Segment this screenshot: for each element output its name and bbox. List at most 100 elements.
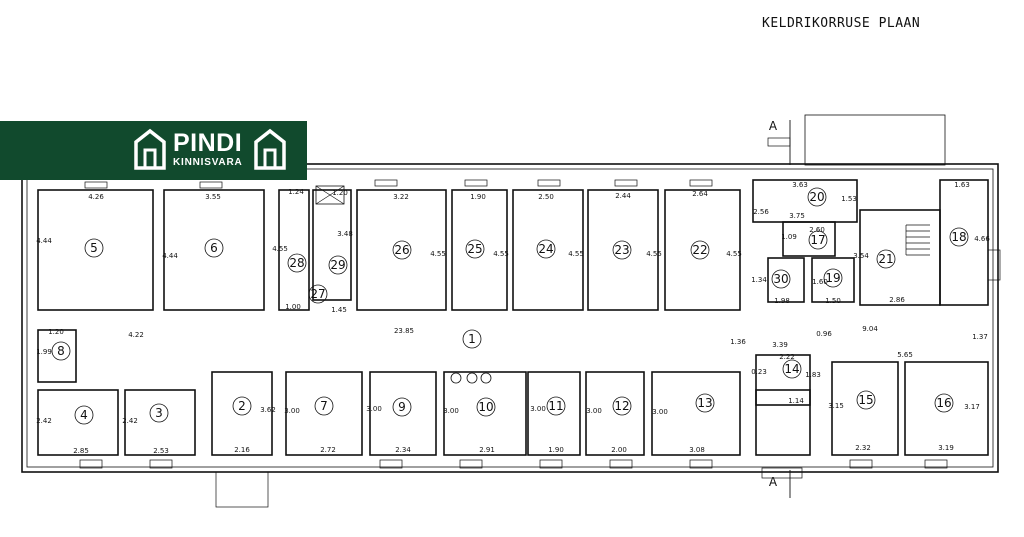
wall-dimension: 3.75	[789, 212, 805, 220]
section-marker: A	[769, 475, 778, 489]
room-12	[585, 371, 645, 456]
room-dimension: 3.39	[772, 341, 788, 349]
room-dimension: 2.22	[779, 353, 795, 361]
room-dimension: 4.66	[974, 235, 990, 243]
room-number: 28	[289, 256, 304, 270]
room-number: 13	[697, 396, 712, 410]
room-number: 10	[478, 400, 493, 414]
room-dimension: 1.00	[285, 303, 301, 311]
room-15	[831, 361, 899, 456]
building-outline	[21, 163, 999, 473]
room-number: 1	[468, 332, 476, 346]
room-dimension: 3.15	[828, 402, 844, 410]
plan-title: KELDRIKORRUSE PLAAN	[762, 16, 921, 31]
room-14	[755, 354, 811, 406]
room-number: 4	[80, 408, 88, 422]
room-dimension: 3.00	[284, 407, 300, 415]
room-dimension: 3.00	[652, 408, 668, 416]
room-7	[285, 371, 363, 456]
room-dimension: 3.00	[530, 405, 546, 413]
room-number: 7	[320, 399, 328, 413]
room-6	[163, 189, 265, 311]
room-dimension: 2.53	[153, 447, 169, 455]
room-dimension: 3.00	[366, 405, 382, 413]
room-number: 23	[614, 243, 629, 257]
house-icon	[134, 128, 166, 170]
room-9	[369, 371, 437, 456]
top-bay	[804, 114, 946, 166]
room-number: 17	[810, 233, 825, 247]
room-dimension: 3.62	[260, 406, 276, 414]
room-dimension: 3.54	[853, 252, 869, 260]
room-21	[859, 209, 941, 306]
house-icon	[254, 128, 286, 170]
room-number-circle	[771, 269, 791, 289]
room-dimension: 2.42	[36, 417, 52, 425]
room-dimension: 2.91	[479, 446, 495, 454]
room-19	[811, 257, 855, 303]
room-number: 12	[614, 399, 629, 413]
room-number-circle	[308, 284, 328, 304]
room-number: 26	[394, 243, 409, 257]
room-number-circle	[287, 253, 307, 273]
room-dimension: 1.50	[825, 297, 841, 305]
room-number-circle	[934, 393, 954, 413]
room-number-circle	[612, 396, 632, 416]
room-number: 20	[809, 190, 824, 204]
room-dimension: 3.55	[205, 193, 221, 201]
room-dimension: 4.55	[493, 250, 509, 258]
room-number-circle	[807, 187, 827, 207]
room-number: 16	[936, 396, 951, 410]
room-number: 27	[310, 287, 325, 301]
room-dimension: 1.90	[470, 193, 486, 201]
room-8	[37, 329, 77, 383]
room-dimension: 1.24	[288, 188, 304, 196]
room-5	[37, 189, 154, 311]
room-number-circle	[392, 240, 412, 260]
room-dimension: 2.64	[692, 190, 708, 198]
room-25	[451, 189, 508, 311]
room-dimension: 2.00	[611, 446, 627, 454]
room-number-circle	[328, 255, 348, 275]
room-dimension: 4.55	[726, 250, 742, 258]
room-dimension: 3.48	[337, 230, 353, 238]
wall-dimension: 0.96	[816, 330, 832, 338]
room-23	[587, 189, 659, 311]
room-number-circle	[462, 329, 482, 349]
room-dimension: 1.34	[751, 276, 767, 284]
room-number-circle	[856, 390, 876, 410]
room-number-circle	[84, 238, 104, 258]
brand-banner: PINDI KINNISVARA	[0, 121, 307, 180]
room-number-circle	[823, 268, 843, 288]
room-22	[664, 189, 741, 311]
room-dimension: 2.44	[615, 192, 631, 200]
room-28	[278, 189, 310, 311]
room-dimension: 2.72	[320, 446, 336, 454]
room-number-circle	[476, 397, 496, 417]
brand-name: PINDI	[173, 129, 243, 157]
room-number-circle	[204, 238, 224, 258]
room-dimension: 3.22	[393, 193, 409, 201]
wall-dimension: 1.53	[841, 195, 857, 203]
room-dimension: 1.98	[774, 297, 790, 305]
room-dimension: 2.42	[122, 417, 138, 425]
room-number: 14	[784, 362, 799, 376]
room-number: 18	[951, 230, 966, 244]
room-number-circle	[876, 249, 896, 269]
room-dimension: 2.50	[538, 193, 554, 201]
room-dimension: 1.63	[954, 181, 970, 189]
room-number-circle	[546, 396, 566, 416]
room-29	[312, 189, 352, 301]
room-2	[211, 371, 273, 456]
room-number-circle	[612, 240, 632, 260]
room-number-circle	[782, 359, 802, 379]
wall-dimension: 1.83	[805, 371, 821, 379]
room-10	[443, 371, 527, 456]
room-number: 3	[155, 406, 163, 420]
room-dimension: 1.90	[548, 446, 564, 454]
room-dimension: 2.34	[395, 446, 411, 454]
room-number-circle	[465, 239, 485, 259]
room-dimension: 23.85	[394, 327, 414, 335]
wall-dimension: 1.37	[972, 333, 988, 341]
brand-tagline: KINNISVARA	[173, 157, 243, 168]
